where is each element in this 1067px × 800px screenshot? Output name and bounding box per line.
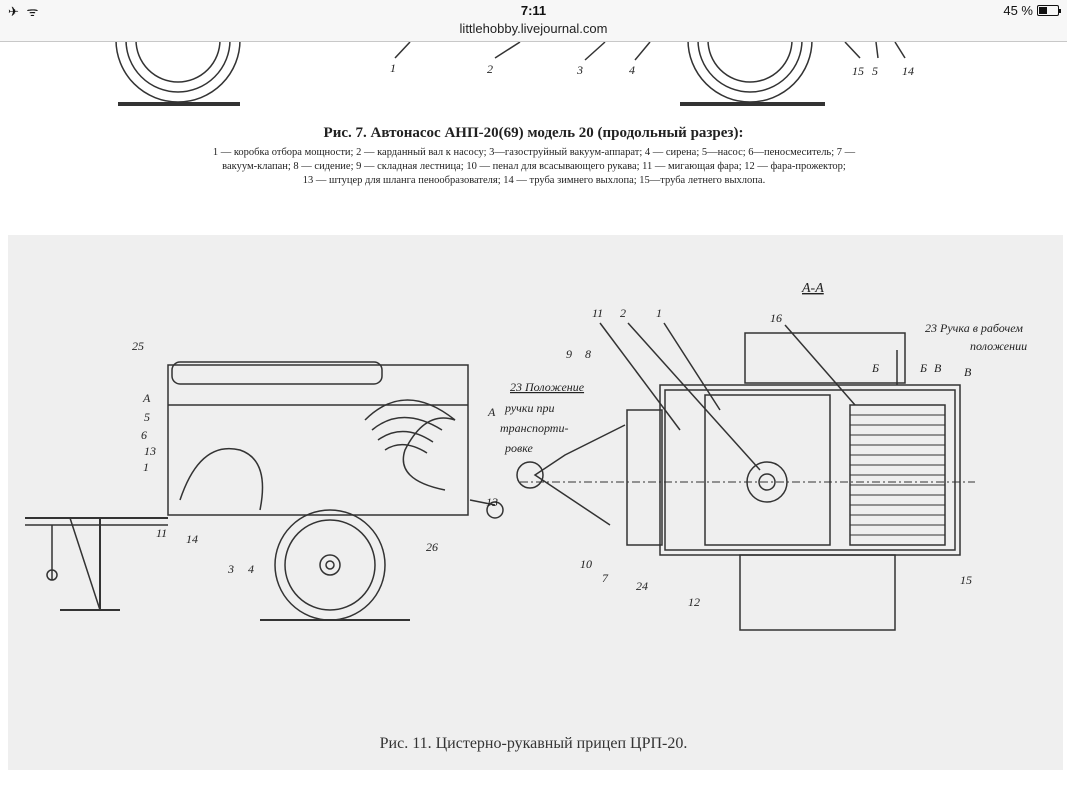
fig11-label: 14 (186, 532, 198, 546)
fig7-label: 2 (487, 62, 493, 76)
fig11-label: 13 (144, 444, 156, 458)
handle-transport-label: 23 Положение (510, 380, 585, 394)
fig7-label: 15 (852, 64, 864, 78)
fig7-label: 5 (872, 64, 878, 78)
figure-11-scan (8, 235, 1063, 770)
handle-working-label: положении (970, 339, 1027, 353)
trailer-section-view (516, 322, 975, 631)
handle-transport-label: ровке (504, 441, 534, 455)
fig11-label: В (934, 361, 942, 375)
fig11-label: 1 (143, 460, 149, 474)
fig11-label: 3 (227, 562, 234, 576)
figure-7-title: Рис. 7. Автонасос АНП-20(69) модель 20 (… (323, 125, 744, 141)
handle-working-label: 23 Ручка в рабочем (925, 321, 1023, 335)
fig11-label: 5 (144, 410, 150, 424)
fig11-label: 11 (156, 526, 167, 540)
url-bar[interactable]: littlehobby.livejournal.com (459, 21, 608, 36)
fig11-label: 10 (580, 557, 592, 571)
handle-transport-label: транспорти- (500, 421, 568, 435)
legend-line: 13 — штуцер для шланга пенообразователя;… (302, 175, 766, 186)
fig11-label: 11 (592, 306, 603, 320)
figure-7-legend: 1 — коробка отбора мощности; 2 — карданн… (14, 146, 1054, 188)
fig11-label: 25 (132, 339, 144, 353)
fig11-label: 9 (566, 347, 572, 361)
fig7-label: 14 (902, 64, 914, 78)
fig7-label: 1 (390, 61, 396, 75)
clock: 7:11 (520, 3, 547, 18)
battery-icon (1037, 5, 1061, 16)
status-bar: ✈ ᯤ 7:11 littlehobby.livejournal.com 45 … (0, 0, 1067, 42)
fig11-label: А (142, 391, 151, 405)
fig11-label: Б (871, 361, 879, 375)
handle-transport-label: ручки при (504, 401, 555, 415)
fig11-label: 4 (248, 562, 254, 576)
fig11-label: Б (919, 361, 927, 375)
fig11-label: 16 (770, 311, 782, 325)
airplane-wifi-icons: ✈ ᯤ (8, 4, 41, 19)
fig11-label: 2 (620, 306, 626, 320)
fig11-label: 8 (585, 347, 591, 361)
fig11-label: 15 (960, 573, 972, 587)
battery-status: 45 % (1003, 3, 1061, 18)
legend-line: вакуум-клапан; 8 — сидение; 9 — складная… (222, 161, 846, 172)
fig11-label: 13 (486, 495, 498, 509)
section-title: А-А (801, 281, 824, 296)
fig11-label: В (964, 365, 972, 379)
fig11-label: 26 (426, 540, 438, 554)
trailer-side-view (25, 361, 504, 621)
figure-11-caption: Рис. 11. Цистерно-рукавный прицеп ЦРП-20… (379, 735, 688, 752)
fig7-label: 3 (576, 63, 583, 77)
fig11-label: 7 (602, 571, 609, 585)
fig11-label: 24 (636, 579, 648, 593)
fig11-label: 12 (688, 595, 700, 609)
fig7-label: 4 (629, 63, 635, 77)
battery-percent: 45 % (1003, 3, 1033, 18)
legend-line: 1 — коробка отбора мощности; 2 — карданн… (212, 147, 856, 158)
fig11-label: 1 (656, 306, 662, 320)
fig11-label: 6 (141, 428, 147, 442)
fig11-label: А (487, 405, 496, 419)
